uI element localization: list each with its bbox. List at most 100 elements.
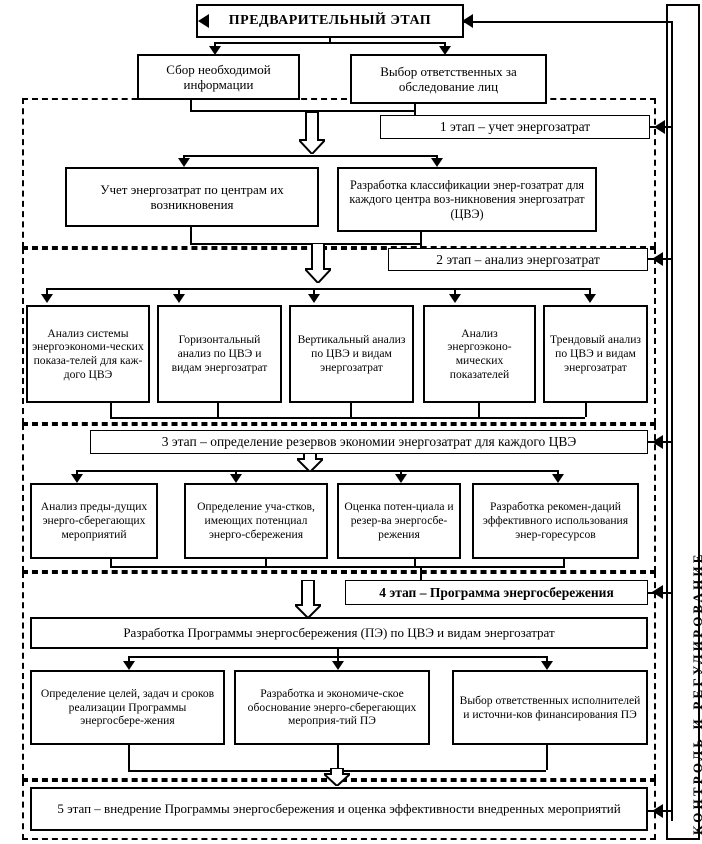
stage3-branch-2	[235, 470, 237, 476]
stage2-box-1: Анализ системы энергоэкономи-ческих пока…	[26, 305, 150, 403]
stage5-label-text: 5 этап – внедрение Программы энергосбере…	[57, 801, 621, 817]
stage1-label-box: 1 этап – учет энергозатрат	[380, 115, 650, 139]
stage4-box-3: Выбор ответственных исполнителей и источ…	[452, 670, 648, 745]
stage2-box-5: Трендовый анализ по ЦВЭ и видам энергоза…	[543, 305, 648, 403]
s1-bus	[190, 110, 414, 112]
s3-up-2	[217, 403, 219, 417]
control-regulation-label: КОНТРОЛЬ И РЕГУЛИРОВАНИЕ	[690, 551, 702, 835]
prelim-box-responsible-persons: Выбор ответственных за обследование лиц	[350, 54, 547, 104]
stage1-split-line	[183, 155, 438, 157]
s2-bus	[190, 243, 420, 245]
stage3-box-1: Анализ преды-дущих энерго-сберегающих ме…	[30, 483, 158, 559]
stage2-box-1-text: Анализ системы энергоэкономи-ческих пока…	[32, 326, 144, 381]
stage2-box-3-text: Вертикальный анализ по ЦВЭ и видам энерг…	[297, 333, 406, 374]
stage1-feedback-arrow	[654, 120, 665, 134]
stage1-arrow-right	[431, 158, 443, 167]
stage3-dashed-frame	[22, 424, 656, 572]
stage3-box-1-text: Анализ преды-дущих энерго-сберегающих ме…	[40, 500, 148, 541]
stage2-box-4: Анализ энергоэконо-мических показателей	[423, 305, 536, 403]
stage4-branch-3	[546, 656, 548, 664]
stage4-box-3-text: Выбор ответственных исполнителей и источ…	[459, 693, 641, 721]
s1-drop-right	[414, 104, 416, 110]
s2-drop-right	[420, 232, 422, 243]
prelim-box-collect-info: Сбор необходимой информации	[137, 54, 300, 100]
stage1-block-arrow	[299, 112, 325, 154]
stage2-branch-4	[454, 288, 456, 296]
stage4-box-2: Разработка и экономиче-ское обоснование …	[234, 670, 430, 745]
stage3-box-4: Разработка рекомен-даций эффективного ис…	[472, 483, 639, 559]
feedback-arrow-top	[462, 14, 473, 28]
s3-up-4	[478, 403, 480, 417]
s4-up-4	[563, 559, 565, 566]
stage1-box-classification: Разработка классификации энер-гозатрат д…	[337, 167, 597, 232]
prelim-arrow-right	[439, 46, 451, 55]
prelim-stem	[329, 38, 331, 44]
stage3-box-3-text: Оценка потен-циала и резер-ва энергосбе-…	[344, 500, 454, 541]
stage4-box-1: Определение целей, задач и сроков реализ…	[30, 670, 225, 745]
stage2-box-2-text: Горизонтальный анализ по ЦВЭ и видам эне…	[171, 333, 268, 374]
stage4-box-1-text: Определение целей, задач и сроков реализ…	[40, 686, 215, 728]
stage4-label-box: 4 этап – Программа энергосбережения	[345, 580, 648, 605]
s3-collect-bus	[110, 417, 585, 419]
stage2-box-5-text: Трендовый анализ по ЦВЭ и видам энергоза…	[549, 333, 642, 374]
control-bar-spine	[671, 21, 673, 821]
stage2-label-box: 2 этап – анализ энергозатрат	[388, 248, 648, 271]
stage2-box-3: Вертикальный анализ по ЦВЭ и видам энерг…	[289, 305, 414, 403]
stage3-arrow-3	[395, 474, 407, 483]
stage3-branch-4	[557, 470, 559, 476]
stage2-block-arrow	[305, 243, 331, 283]
preliminary-stage-title-box: ПРЕДВАРИТЕЛЬНЫЙ ЭТАП	[196, 4, 464, 38]
stage2-branch-1	[46, 288, 48, 296]
s3-up-3	[350, 403, 352, 417]
stage3-box-3: Оценка потен-циала и резер-ва энергосбе-…	[337, 483, 461, 559]
stage4-box-2-text: Разработка и экономиче-ское обоснование …	[247, 686, 417, 728]
s4-up-1	[110, 559, 112, 566]
s3-up-5	[585, 403, 587, 417]
s5-up-2	[337, 745, 339, 770]
stage1-dashed-frame	[22, 98, 656, 248]
stage1-label-text: 1 этап – учет энергозатрат	[439, 119, 591, 135]
stage2-box-4-text: Анализ энергоэконо-мических показателей	[447, 326, 512, 381]
stage1-arrow-left	[178, 158, 190, 167]
s3-up-1	[110, 403, 112, 417]
stage4-arrow-2	[332, 661, 344, 670]
stage2-dashed-frame	[22, 248, 656, 424]
stage2-branch-5	[589, 288, 591, 296]
stage3-label-box: 3 этап – определение резервов экономии э…	[90, 430, 648, 454]
stage3-label-text: 3 этап – определение резервов экономии э…	[161, 434, 577, 450]
stage2-feedback-arrow	[652, 252, 663, 266]
stage3-box-4-text: Разработка рекомен-даций эффективного ис…	[482, 500, 629, 541]
feedback-line-top	[462, 21, 672, 23]
stage5-feedback-arrow	[652, 804, 663, 818]
stage4-wide-box-text: Разработка Программы энергосбережения (П…	[123, 625, 555, 641]
stage2-split-line	[46, 288, 591, 290]
stage2-label-text: 2 этап – анализ энергозатрат	[436, 251, 600, 267]
stage3-box-2: Определение уча-стков, имеющих потенциал…	[184, 483, 328, 559]
stage4-wide-box: Разработка Программы энергосбережения (П…	[30, 617, 648, 649]
stage4-arrow-3	[541, 661, 553, 670]
prelim-arrow-left	[209, 46, 221, 55]
stage2-box-2: Горизонтальный анализ по ЦВЭ и видам эне…	[157, 305, 282, 403]
prelim-box-collect-info-text: Сбор необходимой информации	[166, 61, 271, 92]
s2-drop-left	[190, 227, 192, 243]
s4-bus-to-label	[420, 566, 422, 582]
s4-up-3	[414, 559, 416, 566]
stage3-arrow-4	[552, 474, 564, 483]
stage4-label-text: 4 этап – Программа энергосбережения	[379, 584, 614, 600]
stage3-box-2-text: Определение уча-стков, имеющих потенциал…	[197, 500, 315, 541]
stage3-branch-3	[400, 470, 402, 476]
prelim-box-responsible-persons-text: Выбор ответственных за обследование лиц	[380, 63, 517, 94]
stage2-arrow-4	[449, 294, 461, 303]
stage4-stem	[337, 649, 339, 656]
stage4-arrow-1	[123, 661, 135, 670]
stage2-arrow-1	[41, 294, 53, 303]
stage5-block-arrow	[324, 768, 350, 786]
stage2-arrow-5	[584, 294, 596, 303]
stage5-label-box: 5 этап – внедрение Программы энергосбере…	[30, 787, 648, 831]
s4-up-2	[265, 559, 267, 566]
s4-collect-bus	[110, 566, 565, 568]
preliminary-stage-title-text: ПРЕДВАРИТЕЛЬНЫЙ ЭТАП	[228, 12, 432, 28]
s5-up-1	[128, 745, 130, 770]
stage3-split-line	[76, 470, 559, 472]
